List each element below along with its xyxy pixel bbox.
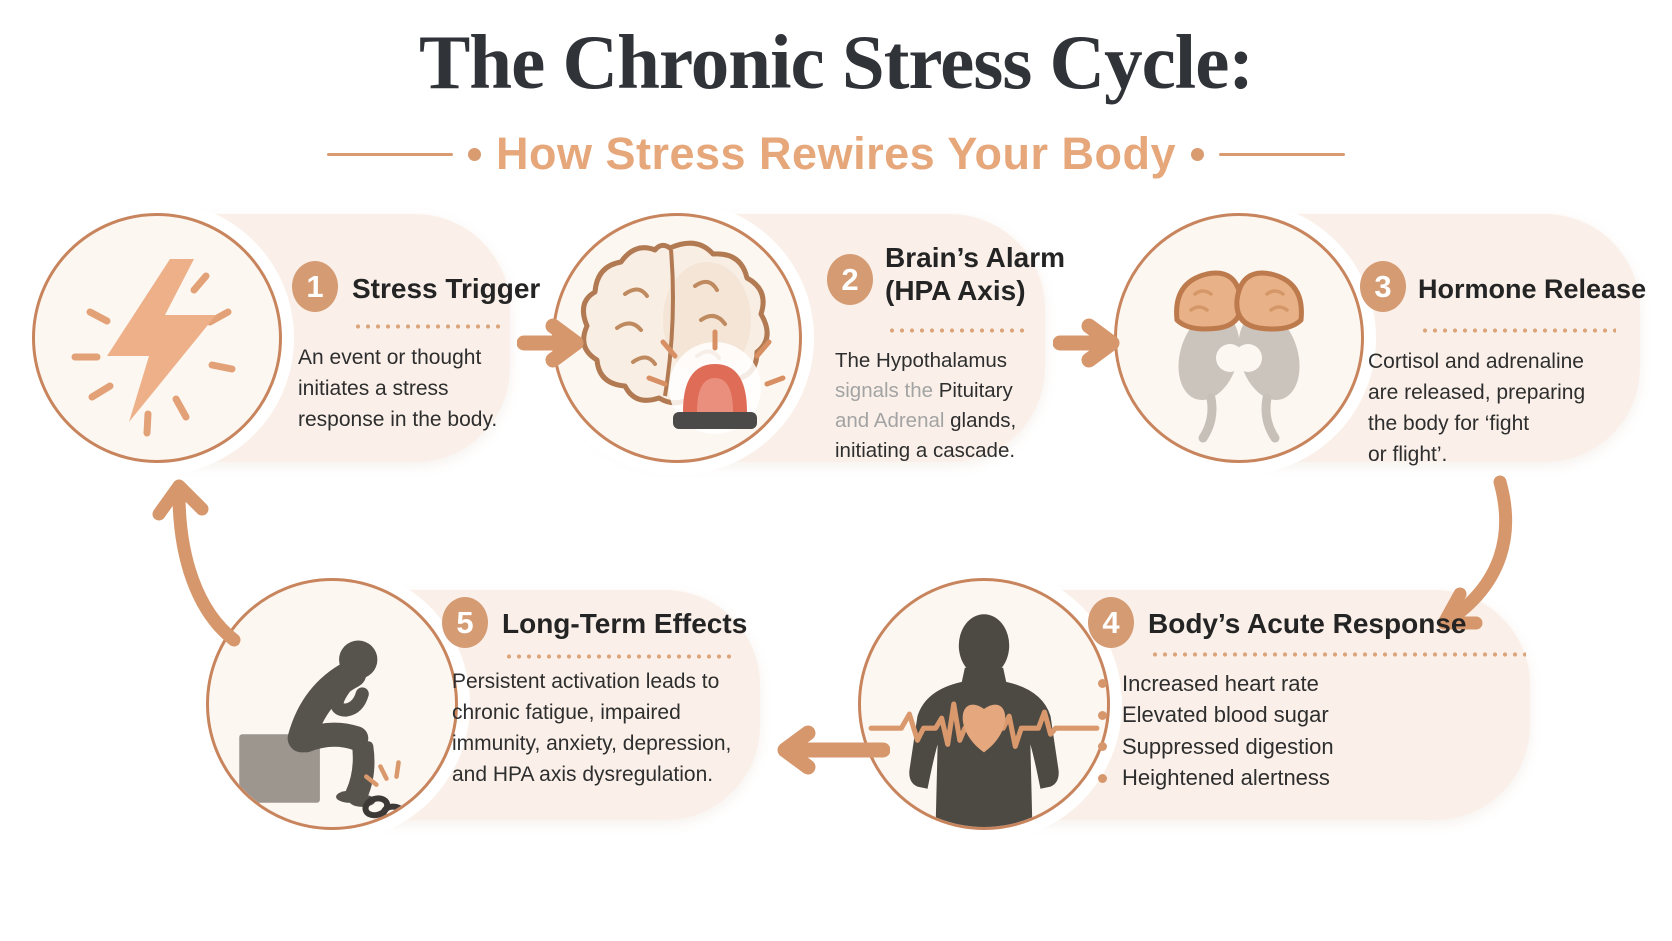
step-1-body-line: An event or thought — [298, 346, 482, 369]
step-5-body-line: Persistent activation leads to — [452, 670, 720, 693]
step-2-title: Brain’s Alarm (HPA Axis) — [885, 242, 1065, 306]
step-1-number-badge: 1 — [292, 261, 338, 312]
step-3-body-line: are released, preparing — [1368, 381, 1586, 404]
step-3-body-line: Cortisol and adrenaline — [1368, 350, 1584, 373]
bullet-dot-icon — [1098, 773, 1107, 783]
step-4-divider — [1150, 652, 1526, 657]
page-title: The Chronic Stress Cycle: — [418, 19, 1254, 105]
subtitle-right-dot-icon — [1191, 147, 1205, 161]
arrow-step4-to-step5-icon — [772, 724, 891, 781]
step-1-icon-circle — [32, 213, 282, 463]
step-5-body-line: chronic fatigue, impaired — [452, 701, 681, 724]
bullet-text: Suppressed digestion — [1122, 733, 1334, 759]
bullet-item: Increased heart rate — [1098, 668, 1334, 700]
subtitle-left-line — [326, 152, 453, 156]
page-subtitle: How Stress Rewires Your Body — [495, 128, 1177, 179]
step-4-title: Body’s Acute Response — [1148, 608, 1467, 639]
step-1-divider — [353, 324, 501, 329]
step-1-body-line: initiates a stress — [298, 377, 449, 400]
step-5-title: Long-Term Effects — [502, 608, 748, 639]
bullet-dot-icon — [1098, 679, 1107, 689]
bullet-item: Heightened alertness — [1098, 763, 1334, 795]
step-2-body: The Hypothalamus signals the Pituitary a… — [835, 346, 1016, 466]
body-heartbeat-icon — [868, 614, 1100, 827]
step-5-icon-circle — [206, 578, 458, 830]
bullet-text: Increased heart rate — [1122, 670, 1319, 696]
step-1-body: An event or thought initiates a stress r… — [298, 342, 497, 435]
step-5-body-line: and HPA axis dysregulation. — [452, 763, 714, 786]
bullet-dot-icon — [1098, 742, 1107, 752]
brain-alarm-icon — [580, 240, 786, 434]
step-5-number-badge: 5 — [442, 597, 488, 648]
step-2-number-badge: 2 — [827, 254, 873, 305]
step-3-icon-circle — [1114, 213, 1364, 463]
step-2-body-line: and Adrenal glands, — [835, 409, 1017, 432]
bullet-dot-icon — [1098, 710, 1107, 720]
arrow-step1-to-step2-icon — [516, 317, 587, 374]
step-4-number-badge: 4 — [1088, 597, 1134, 648]
step-2-divider — [887, 328, 1027, 333]
step-3-number-badge: 3 — [1360, 261, 1406, 312]
step-5-divider — [504, 654, 736, 659]
step-2-body-line: signals the Pituitary — [835, 379, 1013, 402]
bullet-text: Elevated blood sugar — [1122, 702, 1329, 728]
step-2-body-line: The Hypothalamus — [835, 349, 1008, 372]
step-2-icon-circle — [552, 213, 802, 463]
subtitle-right-line — [1219, 152, 1346, 156]
arrow-step5-to-step1-icon — [146, 462, 261, 655]
arrow-step2-to-step3-icon — [1052, 317, 1123, 374]
step-3-body-line: the body for ‘fight — [1368, 412, 1530, 435]
step-3-title: Hormone Release — [1418, 274, 1647, 304]
step-5-body: Persistent activation leads to chronic f… — [452, 666, 731, 790]
step-4-icon-circle — [858, 578, 1110, 830]
step-5-body-line: immunity, anxiety, depression, — [452, 732, 732, 755]
arrow-step3-to-step4-icon — [1400, 472, 1530, 645]
bullet-text: Heightened alertness — [1122, 765, 1330, 791]
step-1-body-line: response in the body. — [298, 408, 498, 431]
step-3-body: Cortisol and adrenaline are released, pr… — [1368, 346, 1585, 470]
slumped-person-broken-chain-icon — [239, 640, 453, 827]
lightning-bolt-icon — [71, 259, 236, 437]
step-3-divider — [1420, 328, 1616, 333]
subtitle-left-dot-icon — [467, 147, 481, 161]
subtitle-row: How Stress Rewires Your Body — [0, 128, 1672, 180]
step-1-title: Stress Trigger — [352, 273, 541, 304]
step-2-body-line: initiating a cascade. — [835, 439, 1016, 462]
bullet-item: Suppressed digestion — [1098, 731, 1334, 763]
step-3-body-line: or flight’. — [1368, 443, 1448, 466]
bullet-item: Elevated blood sugar — [1098, 700, 1334, 732]
adrenal-glands-icon — [1174, 270, 1304, 443]
step-4-bullet-list: Increased heart rate Elevated blood suga… — [1098, 668, 1334, 794]
